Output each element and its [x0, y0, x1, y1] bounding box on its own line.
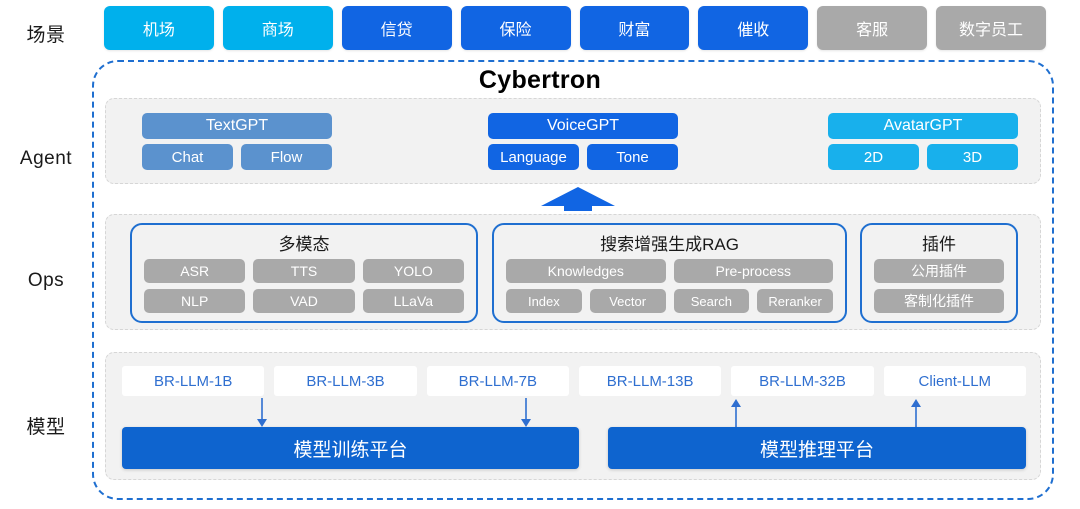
scenario-chip[interactable]: 商场	[222, 6, 333, 50]
agent-group-avatargpt: AvatarGPT 2D 3D	[828, 113, 1018, 170]
ops-tile[interactable]: Index	[506, 289, 582, 313]
ops-tile[interactable]: Knowledges	[506, 259, 666, 283]
platform-inference[interactable]: 模型推理平台	[608, 427, 1026, 469]
upward-flow-arrow-icon	[540, 186, 616, 217]
ops-tile[interactable]: LLaVa	[362, 289, 464, 313]
ops-tile[interactable]: 公用插件	[874, 259, 1004, 283]
ops-card-title: 插件	[922, 235, 956, 254]
scenario-chip[interactable]: 数字员工	[936, 6, 1046, 50]
ops-card-multimodal: 多模态 ASR TTS YOLO NLP VAD LLaVa	[130, 223, 478, 323]
agent-group-header[interactable]: VoiceGPT	[488, 113, 678, 139]
ops-tile-row: 公用插件	[862, 259, 1016, 283]
llm-box[interactable]: BR-LLM-32B	[731, 366, 874, 396]
agent-subitem-row: Chat Flow	[142, 144, 332, 170]
scenario-chip[interactable]: 机场	[104, 6, 214, 50]
ops-tile[interactable]: VAD	[253, 289, 355, 313]
connector-arrows	[257, 398, 921, 427]
ops-card-title: 多模态	[278, 235, 330, 254]
rail-label-model: 模型	[26, 417, 66, 438]
ops-card-plugin: 插件公用插件客制化插件	[860, 223, 1018, 323]
ops-tile-row: Knowledges Pre-process	[494, 259, 845, 283]
agent-subitem[interactable]: Language	[488, 144, 579, 170]
llm-box[interactable]: Client-LLM	[883, 366, 1026, 396]
agent-group-textgpt: TextGPT Chat Flow	[142, 113, 332, 170]
scenario-chip[interactable]: 客服	[817, 6, 928, 50]
scenario-chip[interactable]: 催收	[698, 6, 809, 50]
scenario-chip[interactable]: 保险	[460, 6, 571, 50]
llm-box[interactable]: BR-LLM-13B	[578, 366, 722, 396]
ops-tile[interactable]: NLP	[144, 289, 246, 313]
agent-subitem[interactable]: Chat	[142, 144, 233, 170]
scenario-chip[interactable]: 财富	[579, 6, 690, 50]
ops-tile-row: Index Vector Search Reranker	[494, 289, 845, 313]
rail-label-scene: 场景	[26, 25, 66, 46]
ops-tile-row: ASR TTS YOLO	[132, 259, 476, 283]
cybertron-boundary	[92, 60, 1054, 500]
ops-tile-row: NLP VAD LLaVa	[132, 289, 476, 313]
ops-tile[interactable]: 客制化插件	[874, 289, 1004, 313]
ops-tile[interactable]: Pre-process	[673, 259, 833, 283]
ops-tile[interactable]: Search	[673, 289, 750, 313]
ops-tile[interactable]: ASR	[144, 259, 246, 283]
llm-box[interactable]: BR-LLM-1B	[122, 366, 265, 396]
scenario-chip-row: 机场商场信贷保险财富催收客服数字员工	[104, 6, 1046, 50]
rail-label-agent: Agent	[19, 148, 73, 169]
ops-tile[interactable]: YOLO	[362, 259, 464, 283]
agent-subitem-row: 2D 3D	[828, 144, 1018, 170]
ops-tile[interactable]: TTS	[253, 259, 355, 283]
ops-card-title: 搜索增强生成RAG	[600, 235, 739, 254]
agent-group-voicegpt: VoiceGPT Language Tone	[488, 113, 678, 170]
agent-subitem[interactable]: Flow	[241, 144, 332, 170]
scenario-chip[interactable]: 信贷	[341, 6, 452, 50]
agent-panel: TextGPT Chat Flow VoiceGPT Language Tone Ava…	[105, 98, 1041, 184]
llm-box-row: BR-LLM-1B BR-LLM-3B BR-LLM-7B BR-LLM-13B BR-…	[122, 366, 1026, 396]
rail-label-ops: Ops	[27, 270, 65, 291]
ops-tile-row: 客制化插件	[862, 289, 1016, 313]
agent-group-header[interactable]: TextGPT	[142, 113, 332, 139]
agent-subitem-row: Language Tone	[488, 144, 678, 170]
llm-box[interactable]: BR-LLM-3B	[274, 366, 417, 396]
platform-training[interactable]: 模型训练平台	[122, 427, 579, 469]
ops-panel: 多模态 ASR TTS YOLO NLP VAD LLaVa 搜索增强生成RAG Knowle…	[105, 214, 1041, 330]
ops-tile[interactable]: Vector	[589, 289, 666, 313]
agent-group-header[interactable]: AvatarGPT	[828, 113, 1018, 139]
model-panel: BR-LLM-1B BR-LLM-3B BR-LLM-7B BR-LLM-13B BR-…	[105, 352, 1041, 480]
agent-subitem[interactable]: Tone	[587, 144, 678, 170]
agent-subitem[interactable]: 3D	[927, 144, 1018, 170]
llm-box[interactable]: BR-LLM-7B	[426, 366, 569, 396]
ops-tile[interactable]: Reranker	[757, 289, 833, 313]
page-title: Cybertron	[478, 66, 602, 94]
agent-subitem[interactable]: 2D	[828, 144, 919, 170]
